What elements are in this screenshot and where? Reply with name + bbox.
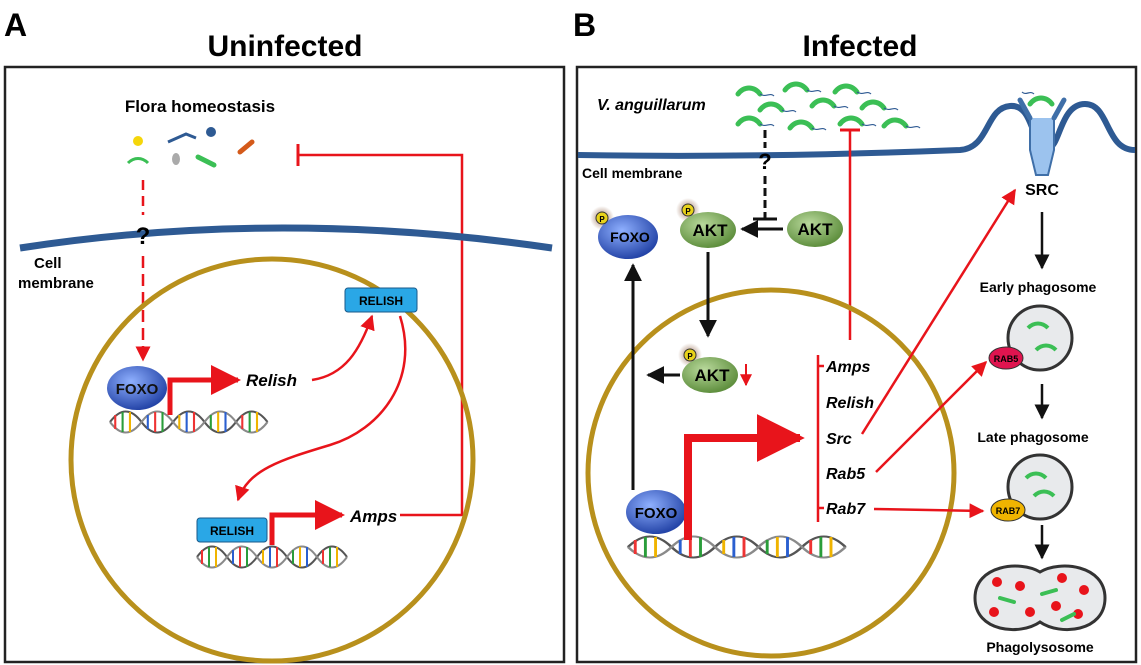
gene-label-rab5: Rab5 [826,466,866,483]
cell-membrane-b [577,100,1136,159]
gene-label-amps: Amps [825,359,871,376]
foxo-protein-a [107,366,167,410]
flora-microbes-icon [126,127,255,168]
relish-promoter-arrow [167,365,241,415]
early-phagosome-icon [1006,304,1074,372]
late-phagosome-bacteria2-icon [1032,489,1056,498]
late-phagosome-label: Late phagosome [977,429,1088,445]
rab7-marker [990,498,1026,522]
relish-protein-to-nucleus-arrow [235,315,407,502]
membrane-question-mark: ? [136,223,151,250]
relish-to-protein-arrow [311,314,375,382]
gene-label-rab7: Rab7 [826,501,866,518]
pfoxo-protein [598,215,658,259]
early-phagosome-bacteria-icon [1026,321,1050,330]
akt-label: AKT [798,220,834,239]
pakt-nucleus-phosphate-label: P [687,352,693,361]
gene-promoter-arrow [684,414,805,540]
early-phagosome-label: Early phagosome [980,279,1097,295]
dna-strand-a1 [108,410,269,434]
rab7-to-late-phagosome-arrow [873,503,985,519]
amps-promoter-arrow [269,500,345,545]
relish-protein-box-top [344,287,418,313]
pfoxo-phosphate-icon [595,211,609,225]
pakt-nucleus-protein [682,357,738,393]
foxo-label-a: FOXO [116,381,159,398]
akt-protein [787,211,843,247]
amps-to-flora-inhibition [298,153,464,517]
dna-strand-b [626,535,847,559]
pakt-phosphate-label: P [685,207,691,216]
vibrio-bacteria-icon [738,84,920,130]
foxo-label-b: FOXO [635,505,678,522]
panel-a-frame [3,65,566,664]
foxo-protein-b [626,490,686,534]
rab7-label: RAB7 [996,506,1021,516]
nucleus-a [68,256,476,664]
cell-membrane-a [19,224,553,252]
pakt-nucleus-label: AKT [695,366,731,385]
src-receptor-icon [1017,91,1067,176]
panel-b-letter: B [573,7,596,43]
phagolysosome-label: Phagolysosome [986,639,1094,655]
pfoxo-label: FOXO [610,229,650,245]
phagolysosome-icon [973,564,1107,632]
src-to-receptor-arrow [860,188,1017,435]
relish-gene-label: Relish [246,371,297,390]
cell-membrane-label-b: Cell membrane [582,165,683,181]
gene-label-relish: Relish [826,395,874,412]
rab5-marker [988,346,1024,370]
membrane-question-mark-b: ? [758,149,771,174]
src-receptor-label: SRC [1025,182,1059,199]
relish-protein-box-bottom [196,517,268,543]
early-phagosome-bacteria2-icon [1034,343,1058,352]
amps-gene-label-a: Amps [349,507,397,526]
pakt-label: AKT [693,221,729,240]
pakt-protein [680,212,736,248]
flora-homeostasis-label: Flora homeostasis [125,97,275,116]
relish-protein-label-top: RELISH [359,294,403,308]
dna-strand-a2 [196,545,348,569]
panel-b-title: Infected [802,30,917,63]
nucleus-b [585,287,957,659]
pakt-phosphate-icon [681,203,695,217]
cell-membrane-label-line1: Cell [34,255,62,272]
panel-a-title: Uninfected [207,30,362,63]
gene-label-src: Src [826,431,852,448]
late-phagosome-bacteria-icon [1024,471,1048,480]
rab5-label: RAB5 [994,354,1019,364]
relish-protein-label-bottom: RELISH [210,524,254,538]
rab5-to-early-phagosome-arrow [875,360,988,473]
pakt-nucleus-phosphate-icon [683,348,697,362]
pathogen-label: V. anguillarum [597,97,706,114]
cell-membrane-label-line2: membrane [18,275,94,292]
panel-a-letter: A [4,7,27,43]
panel-b-frame [575,65,1138,664]
pfoxo-phosphate-label: P [599,215,605,224]
late-phagosome-icon [1006,453,1074,521]
